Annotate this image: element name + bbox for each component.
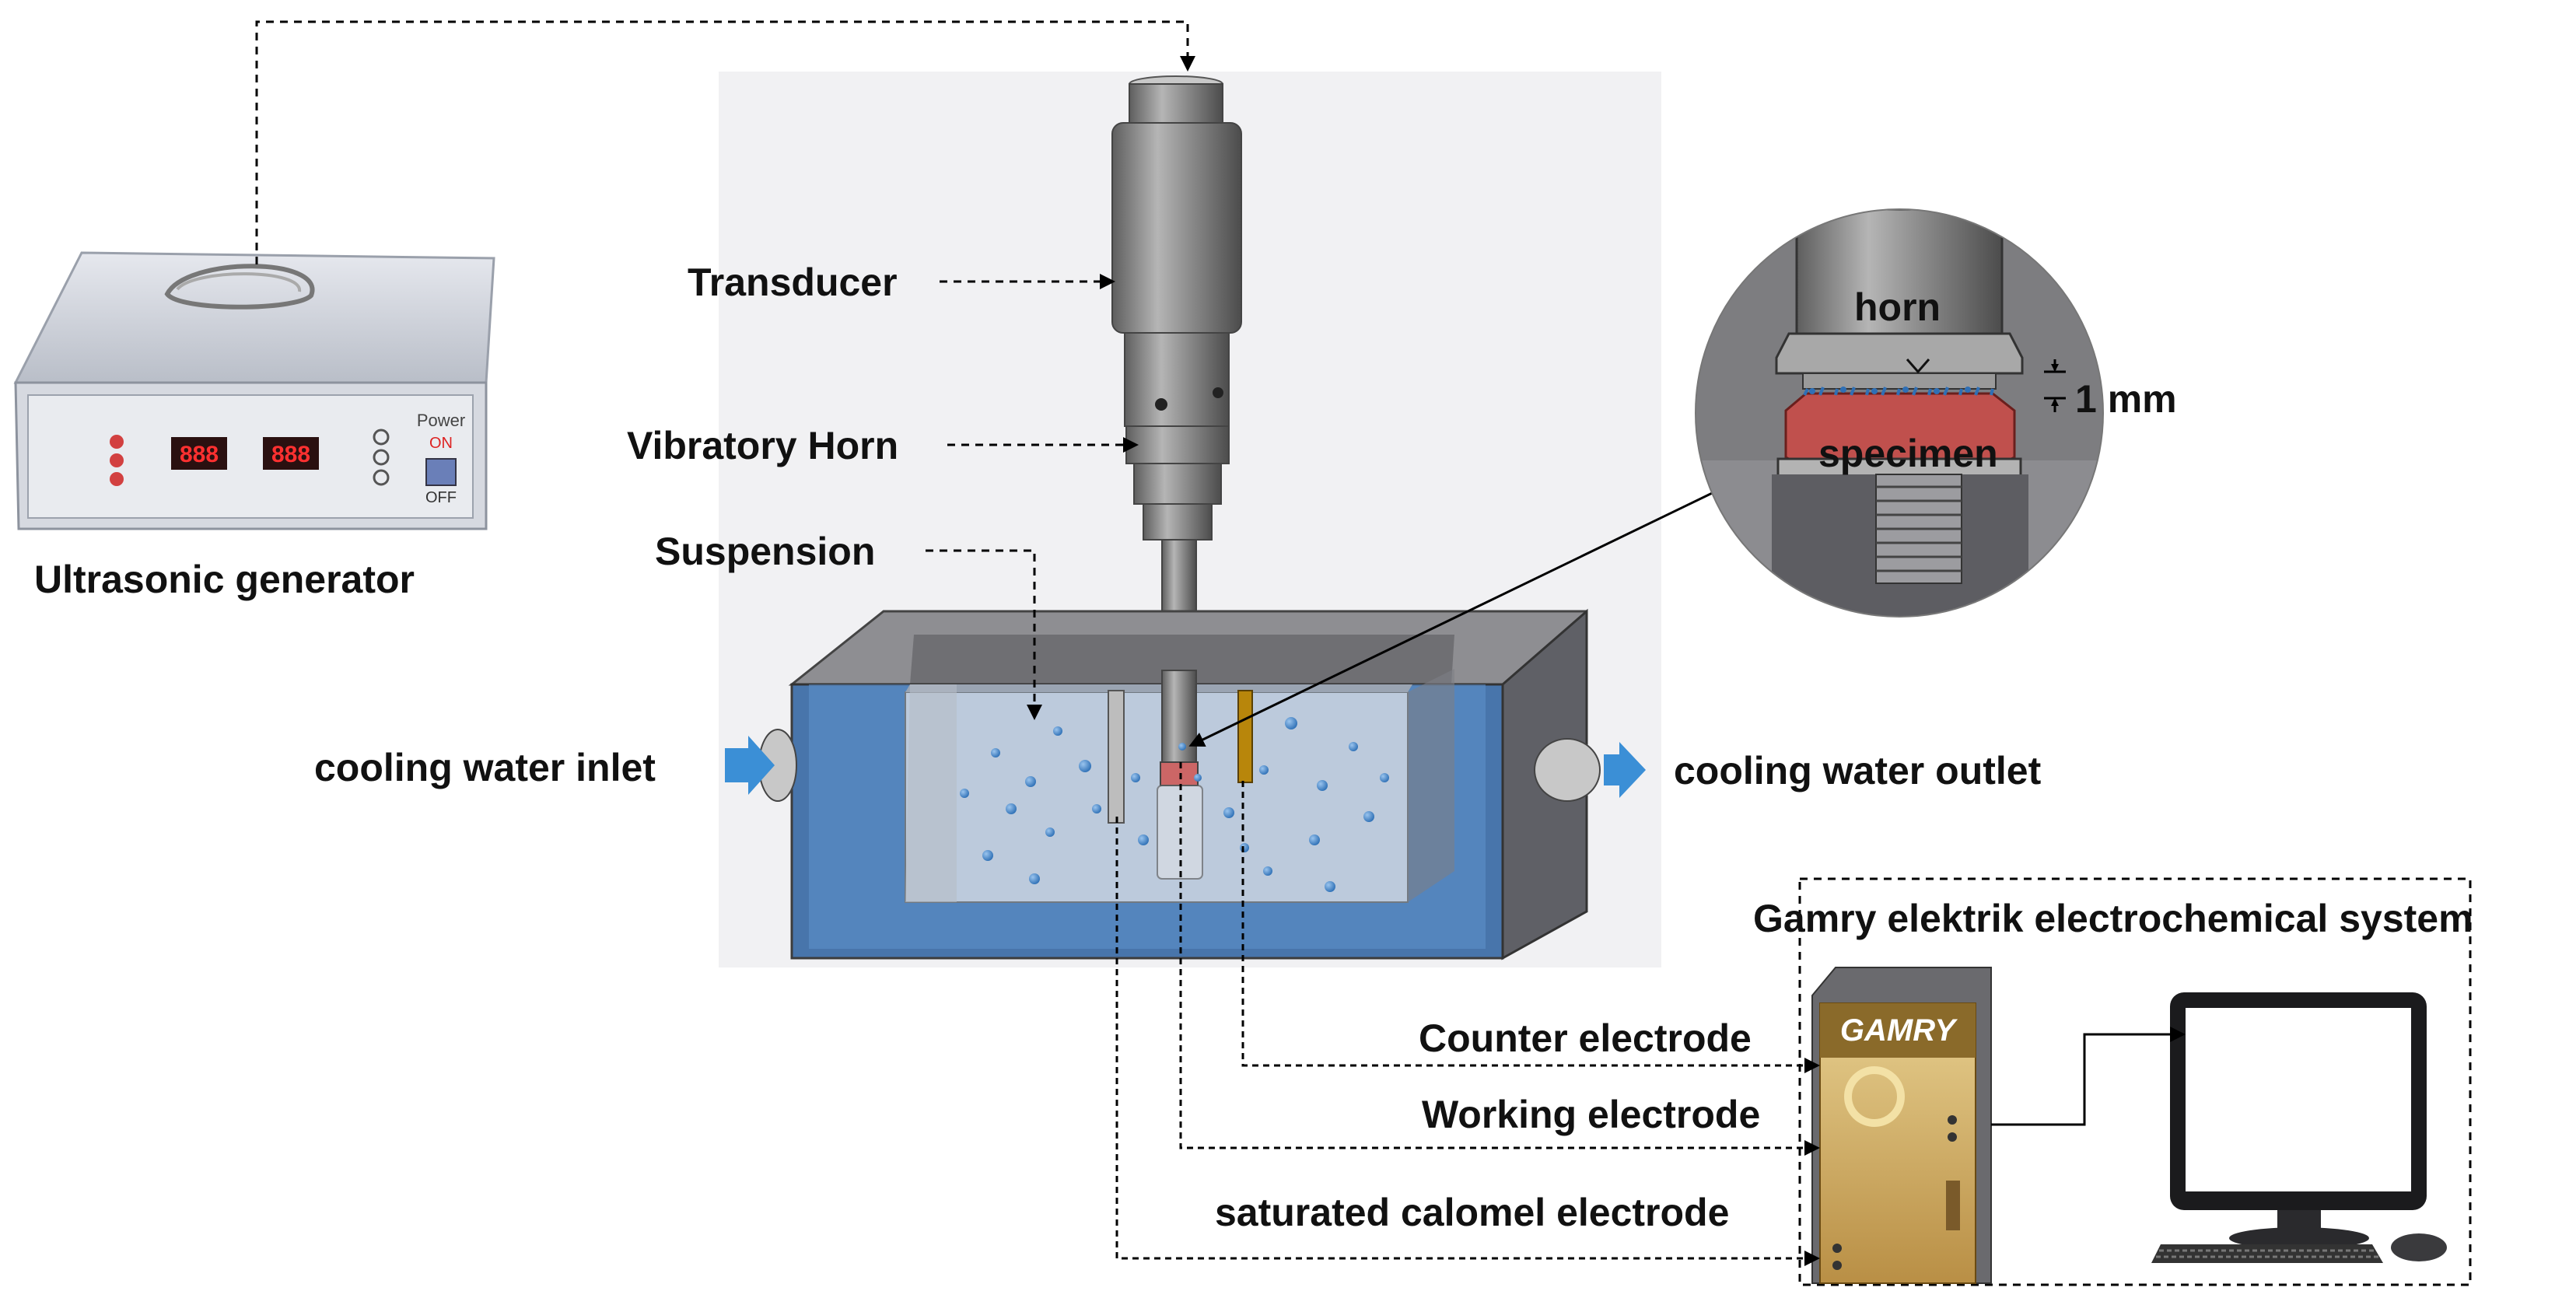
bubble	[1223, 807, 1234, 818]
on-text: ON	[429, 435, 453, 452]
gap-label: 1 mm	[2075, 377, 2177, 421]
bubble	[1053, 726, 1062, 736]
suspension-label: Suspension	[655, 530, 876, 573]
bubble	[991, 748, 1000, 757]
ultrasonic-generator-device: 888 888 Power ON OFF	[13, 251, 495, 530]
specimen-zoom-view	[1695, 208, 2104, 618]
bubble	[1006, 803, 1017, 814]
bubble	[1045, 827, 1055, 837]
horn-zoom-label: horn	[1854, 285, 1941, 329]
transducer-label: Transducer	[688, 261, 898, 304]
bubble	[1240, 843, 1249, 852]
bubble	[1285, 717, 1297, 729]
cooling-inlet-label: cooling water inlet	[314, 746, 656, 789]
bubble	[1138, 834, 1149, 845]
generator-cable-line	[255, 20, 1195, 264]
bubble	[960, 789, 969, 798]
svg-text:888: 888	[180, 442, 219, 467]
bubble	[1363, 811, 1374, 822]
cooling-tank	[725, 608, 1646, 960]
bubble	[1349, 742, 1358, 751]
svg-text:888: 888	[271, 442, 310, 467]
zoom-leader	[1188, 484, 1729, 747]
bubble	[1259, 765, 1269, 775]
inlet-arrow	[725, 736, 775, 795]
calomel-electrode-line	[1115, 817, 1820, 1266]
bubble	[1079, 760, 1091, 772]
bubble	[1317, 780, 1328, 791]
bubble	[1131, 773, 1140, 782]
off-text: OFF	[425, 489, 457, 506]
outlet-arrow	[1604, 742, 1646, 798]
bubble	[1194, 774, 1202, 782]
transducer-assembly	[1111, 75, 1242, 673]
bubble	[1380, 773, 1389, 782]
counter-electrode-label: Counter electrode	[1419, 1016, 1752, 1060]
cooling-outlet-label: cooling water outlet	[1674, 749, 2042, 792]
gamry-brand: GAMRY	[1840, 1013, 1958, 1048]
gamry-device: GAMRY	[1811, 967, 1992, 1284]
bubble	[982, 850, 993, 861]
bubble	[1025, 776, 1036, 787]
gamry-system-boundary	[1798, 877, 2472, 1286]
vibratory-horn-label: Vibratory Horn	[627, 424, 899, 467]
bubble	[1263, 866, 1272, 876]
device-computer-link	[1991, 1027, 2186, 1126]
bubble	[1178, 743, 1186, 750]
computer-monitor	[2151, 992, 2447, 1263]
working-electrode-line	[1179, 762, 1820, 1156]
gamry-system-label: Gamry elektrik electrochemical system	[1753, 897, 2473, 940]
working-electrode-label: Working electrode	[1422, 1093, 1761, 1136]
calomel-electrode-label: saturated calomel electrode	[1215, 1191, 1730, 1234]
bubble	[1309, 834, 1320, 845]
power-text: Power	[417, 411, 465, 430]
bubble	[1325, 881, 1335, 892]
specimen-label: specimen	[1818, 432, 1998, 475]
gap-indicator	[2044, 359, 2066, 412]
counter-electrode-line	[1241, 781, 1820, 1073]
bubble	[1029, 873, 1040, 884]
ultrasonic-generator-label: Ultrasonic generator	[34, 558, 415, 601]
bubble	[1092, 804, 1101, 813]
